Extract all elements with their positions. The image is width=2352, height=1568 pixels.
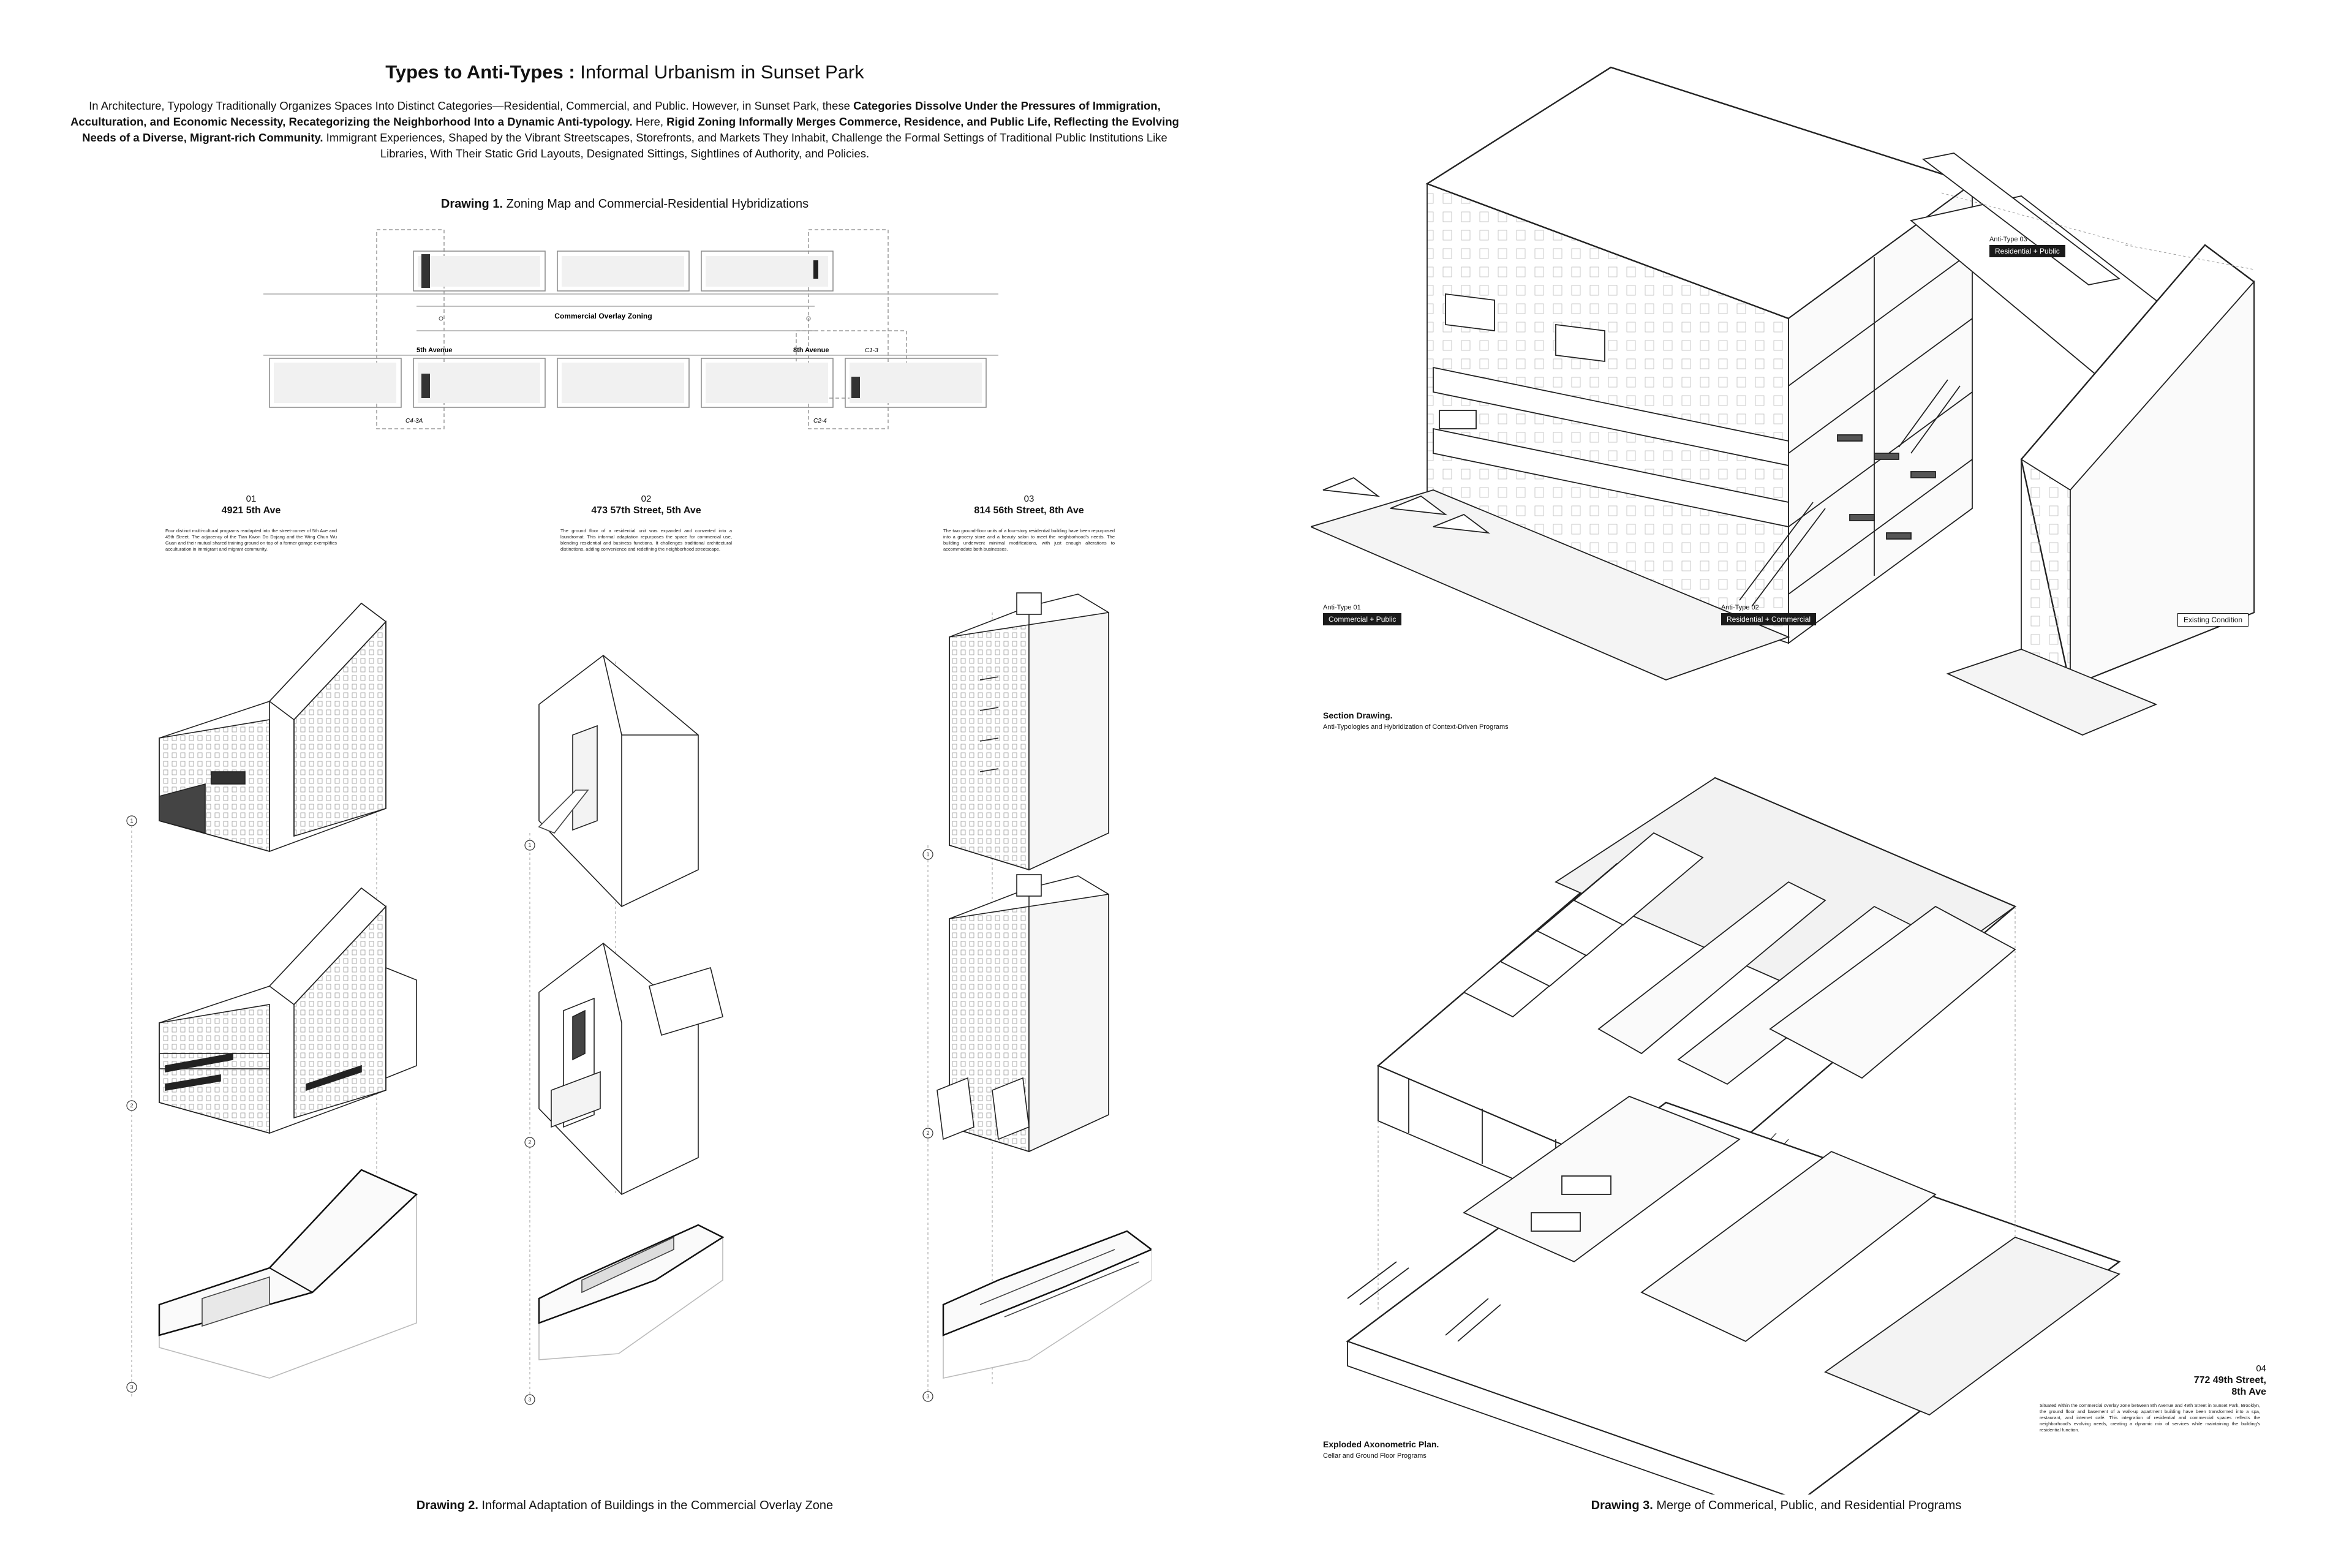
step-number: 2 — [130, 1102, 133, 1109]
exploded-axonometric — [1346, 777, 2121, 1494]
existing-condition-box: Existing Condition — [2177, 613, 2249, 627]
building-02-header: 02 473 57th Street, 5th Ave — [554, 493, 738, 516]
page-title: Types to Anti-Types : Informal Urbanism … — [0, 61, 1250, 83]
b03-step3-drawing — [942, 1230, 1152, 1379]
building-03-header: 03 814 56th Street, 8th Ave — [937, 493, 1121, 516]
building-04-desc: Situated within the commercial overlay z… — [2040, 1403, 2260, 1433]
step-number: 2 — [528, 1139, 531, 1145]
intro-seg: In Architecture, Typology Traditionally … — [89, 99, 854, 112]
c434-label: C4-3A — [405, 418, 423, 424]
building-02-desc: The ground floor of a residential unit w… — [560, 528, 732, 552]
step-number: 2 — [926, 1130, 929, 1136]
b02-step2-drawing — [538, 942, 723, 1195]
building-address: 4921 5th Ave — [221, 505, 281, 516]
step-number: 1 — [926, 851, 929, 858]
intro-seg: Immigrant Experiences, Shaped by the Vib… — [323, 131, 1167, 160]
zoning-map: Commercial Overlay Zoning 5th Avenue 8th… — [263, 229, 998, 429]
step-number: 1 — [130, 818, 133, 824]
section-caption-bold: Section Drawing. — [1323, 710, 1393, 720]
intro-seg: Rigid Zoning Informally Merges Commerce,… — [82, 115, 1179, 144]
intro-seg: Here, — [632, 115, 667, 128]
building-address: 473 57th Street, 5th Ave — [591, 505, 701, 516]
b03-step1-drawing — [949, 592, 1109, 871]
b03-step2-drawing — [937, 874, 1109, 1153]
intro-seg: Categories Dissolve Under the Pressures … — [70, 99, 1161, 128]
fifth-avenue-label: 5th Avenue — [417, 347, 452, 354]
building-number: 04 — [2256, 1363, 2266, 1374]
drawing1-title-rest: Zoning Map and Commercial-Residential Hy… — [503, 197, 809, 211]
drawing2-title: Drawing 2. Informal Adaptation of Buildi… — [0, 1499, 1250, 1513]
overlay-label: Commercial Overlay Zoning — [554, 312, 652, 320]
b02-step3-drawing — [538, 1224, 725, 1360]
anti01-box: Commercial + Public — [1323, 613, 1402, 625]
section-drawing — [1311, 66, 2255, 736]
b01-step3-drawing — [158, 1169, 418, 1379]
anti03-label: Anti-Type 03 — [1989, 236, 2027, 243]
intro-text: In Architecture, Typology Traditionally … — [61, 98, 1188, 162]
drawing3-title: Drawing 3. Merge of Commerical, Public, … — [1274, 1499, 2278, 1513]
drawing2-title-rest: Informal Adaptation of Buildings in the … — [478, 1499, 834, 1512]
building-04-header: 04 772 49th Street, 8th Ave — [2180, 1363, 2266, 1398]
building-address: 814 56th Street, 8th Ave — [974, 505, 1084, 516]
drawing2-title-bold: Drawing 2. — [416, 1499, 478, 1512]
title-rest: Informal Urbanism in Sunset Park — [575, 61, 864, 83]
c24-label: C2-4 — [813, 418, 827, 424]
eighth-avenue-label: 8th Avenue — [793, 347, 829, 354]
anti02-box: Residential + Commercial — [1721, 613, 1817, 625]
b02-step1-drawing — [538, 654, 699, 907]
drawing3-title-rest: Merge of Commerical, Public, and Residen… — [1653, 1499, 1962, 1512]
step-number: 3 — [130, 1384, 133, 1390]
exploded-caption-bold: Exploded Axonometric Plan. — [1323, 1439, 1439, 1449]
drawing1-title-bold: Drawing 1. — [440, 197, 503, 211]
anti02-label: Anti-Type 02 — [1721, 604, 1759, 611]
b01-step1-drawing — [159, 602, 387, 853]
title-bold: Types to Anti-Types : — [385, 61, 575, 83]
building-number: 01 — [246, 494, 257, 504]
exploded-caption-sub: Cellar and Ground Floor Programs — [1323, 1452, 1427, 1460]
c13-label: C1-3 — [865, 347, 878, 354]
building-03-desc: The two ground-floor units of a four-sto… — [943, 528, 1115, 552]
drawing1-title: Drawing 1. Zoning Map and Commercial-Res… — [0, 197, 1250, 211]
exploded-caption: Exploded Axonometric Plan. Cellar and Gr… — [1323, 1439, 1439, 1461]
drawing2-axonometrics: 1 2 3 1 2 3 1 2 3 — [126, 592, 1152, 1405]
step-number: 1 — [528, 842, 531, 848]
step-number: 3 — [528, 1396, 531, 1403]
drawing3-title-bold: Drawing 3. — [1591, 1499, 1653, 1512]
b01-step2-drawing — [159, 887, 417, 1134]
building-address: 772 49th Street, 8th Ave — [2193, 1375, 2266, 1397]
section-caption: Section Drawing. Anti-Typologies and Hyb… — [1323, 710, 1509, 733]
building-number: 03 — [1023, 494, 1035, 504]
anti01-label: Anti-Type 01 — [1323, 604, 1361, 611]
section-caption-sub: Anti-Typologies and Hybridization of Con… — [1323, 723, 1509, 731]
building-number: 02 — [641, 494, 652, 504]
anti03-box: Residential + Public — [1989, 245, 2065, 257]
building-01-desc: Four distinct multi-cultural programs re… — [165, 528, 337, 552]
building-01-header: 01 4921 5th Ave — [159, 493, 343, 516]
step-number: 3 — [926, 1393, 929, 1400]
